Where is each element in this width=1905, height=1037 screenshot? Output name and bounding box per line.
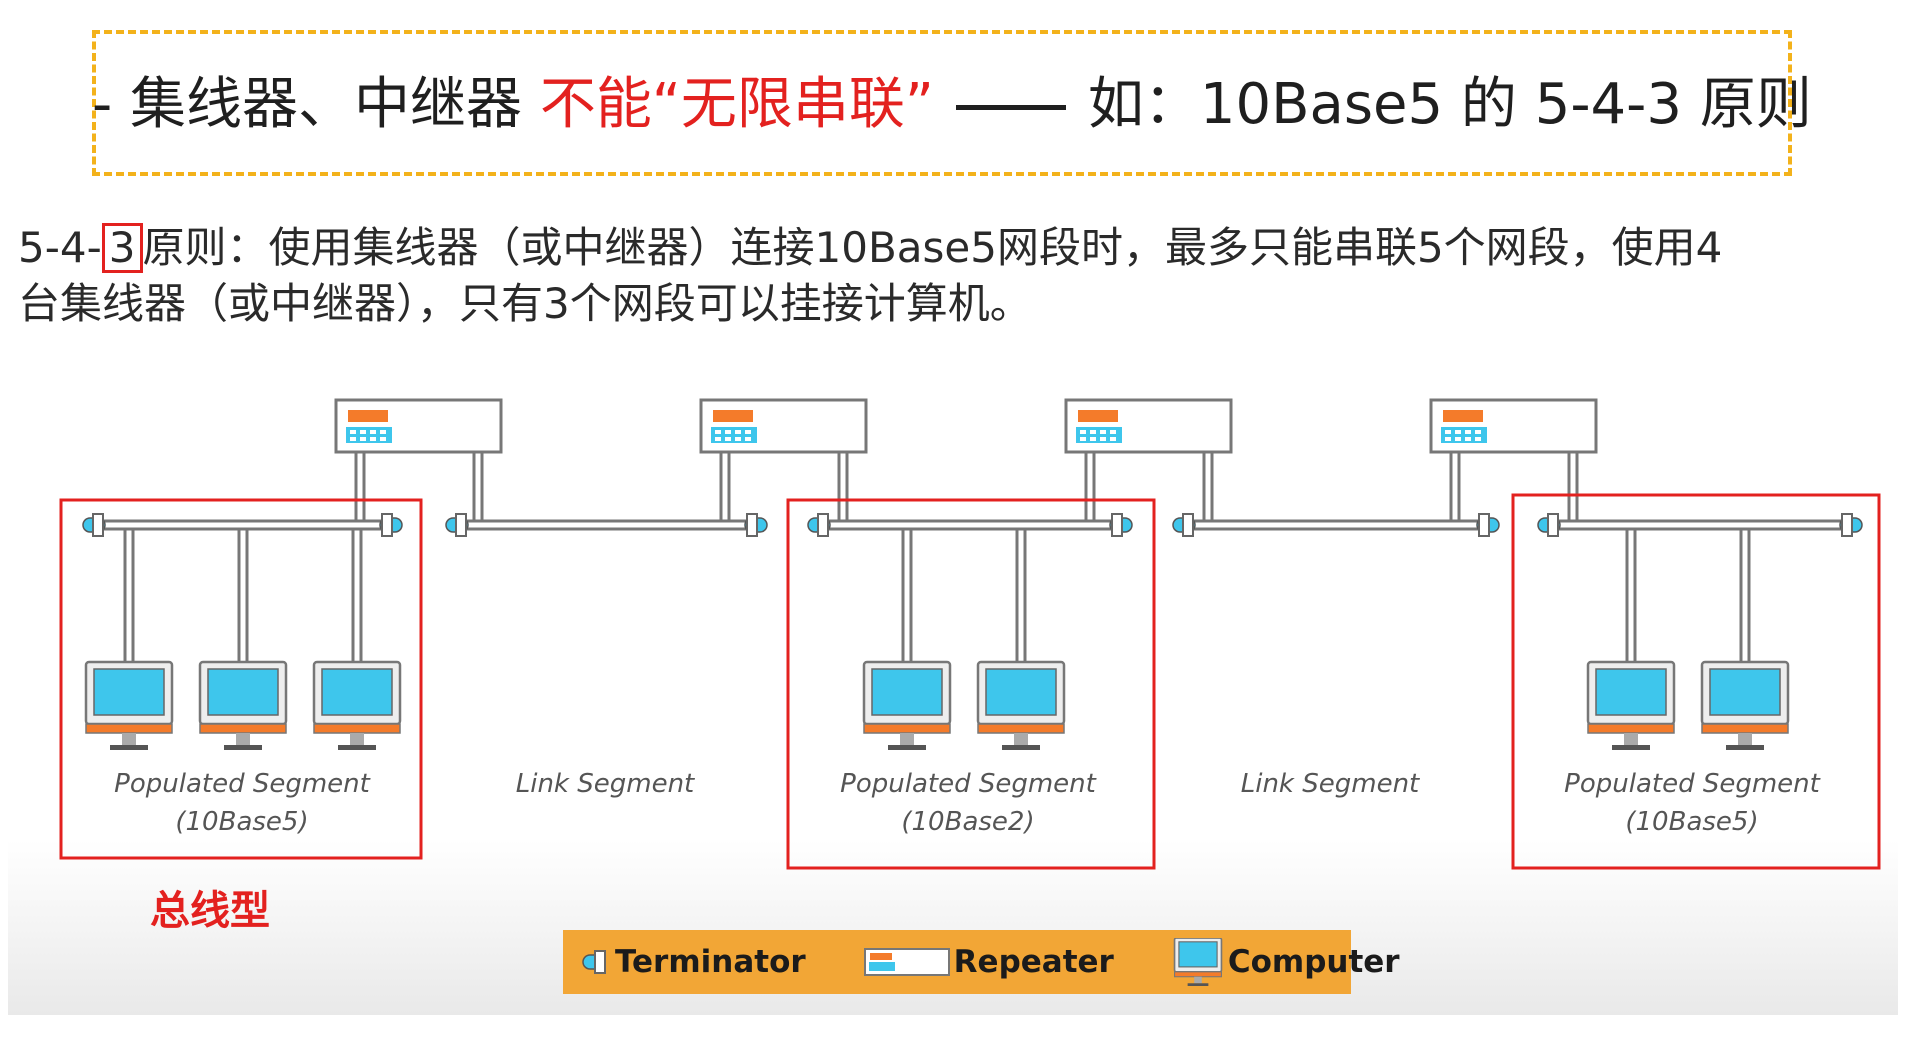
bus-topology-label: 总线型 [150, 888, 270, 934]
repeater-icon [334, 398, 503, 454]
segment-5-sublabel: (10Base5) [1625, 807, 1758, 837]
legend-label: Repeater [953, 944, 1114, 980]
computer-icon [1173, 938, 1223, 986]
repeater-icon [1064, 398, 1233, 454]
computer-cables [123, 529, 1751, 662]
computer-icon [976, 660, 1066, 752]
segment-5-label: Populated Segment [1564, 769, 1820, 799]
legend: Terminator Repeater Computer [563, 930, 1400, 994]
terminator-icon [445, 513, 469, 537]
terminator-icon [1172, 513, 1196, 537]
desc-rest: 原则：使用集线器（或中继器）连接10Base5网段时，最多只能串联5个网段，使用… [142, 223, 1723, 272]
repeater-cables [354, 427, 1579, 521]
computer-icon [862, 660, 952, 752]
segment-2-label: Link Segment [516, 769, 695, 799]
segment-3-label: Populated Segment [840, 769, 1096, 799]
header-dash [955, 105, 1066, 111]
header-prefix: - 集线器、中继器 [92, 72, 540, 137]
terminator-icon [1109, 513, 1133, 537]
populated-segment-box [1511, 493, 1881, 870]
computer-icon [198, 660, 288, 752]
terminator-icon [1839, 513, 1863, 537]
header-suffix: 如：10Base5 的 5-4-3 原则 [1087, 72, 1812, 137]
repeater-icon [699, 398, 868, 454]
legend-item-terminator: Terminator [581, 944, 806, 980]
repeater-icon [1429, 398, 1598, 454]
segment-1-label: Populated Segment [114, 769, 370, 799]
legend-label: Terminator [615, 944, 806, 980]
description-line-2: 台集线器（或中继器），只有3个网段可以挂接计算机。 [18, 279, 1032, 328]
populated-segment-box [786, 498, 1156, 870]
terminator-icon [582, 950, 606, 974]
computer-icon [1586, 660, 1676, 752]
desc-prefix: 5-4- [18, 223, 102, 272]
header-highlight: 不能“无限串联” [539, 72, 934, 137]
terminator-icon [82, 513, 106, 537]
populated-segment-box [59, 498, 423, 860]
repeater-icon [863, 948, 950, 976]
legend-item-computer: Computer [1172, 938, 1400, 986]
segment-1-sublabel: (10Base5) [175, 807, 308, 837]
computer-icon [1700, 660, 1790, 752]
segment-3-sublabel: (10Base2) [901, 807, 1034, 837]
legend-label: Computer [1227, 944, 1400, 980]
segment-4-label: Link Segment [1241, 769, 1420, 799]
terminator-icon [744, 513, 768, 537]
terminator-icon [1537, 513, 1561, 537]
terminator-icon [1476, 513, 1500, 537]
header-title: - 集线器、中继器 不能“无限串联” 如：10Base5 的 5-4-3 原则 [92, 70, 1812, 140]
header-dashed-box [92, 30, 1792, 176]
highlighted-number: 3 [101, 223, 143, 273]
legend-item-repeater: Repeater [863, 944, 1114, 980]
computer-icon [312, 660, 402, 752]
network-diagram: Populated Segment (10Base5) Link Segment… [59, 398, 1881, 870]
terminator-icon [379, 513, 403, 537]
terminator-icon [807, 513, 831, 537]
computer-icon [84, 660, 174, 752]
bus-cables [85, 519, 1860, 531]
